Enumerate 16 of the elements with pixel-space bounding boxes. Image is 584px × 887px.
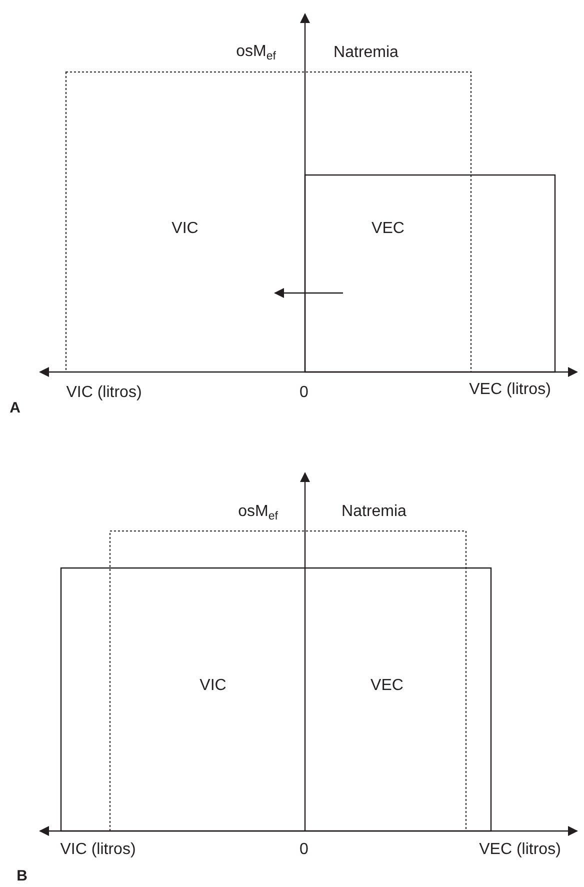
compartment-label: VEC bbox=[370, 676, 404, 696]
axis-label: osM$_{ef}$ bbox=[236, 42, 276, 62]
axis-label: VEC (litros) bbox=[479, 840, 561, 860]
compartment-label: VEC bbox=[372, 220, 404, 238]
origin-label: 0 bbox=[300, 384, 308, 402]
axis-label: osM$_{ef}$ bbox=[238, 502, 278, 522]
compartment-label: VIC bbox=[172, 220, 198, 238]
axis-label: VEC (litros) bbox=[469, 380, 551, 400]
axis-label: VIC (litros) bbox=[60, 840, 136, 860]
compartment-label: VIC bbox=[200, 676, 226, 696]
panel-letter: B bbox=[16, 867, 28, 885]
origin-label: 0 bbox=[300, 840, 308, 860]
axis-label: Natremia bbox=[334, 44, 398, 62]
axis-label: Natremia bbox=[342, 502, 406, 522]
panel-letter: A bbox=[10, 399, 20, 417]
axis-label: VIC (litros) bbox=[66, 384, 142, 402]
